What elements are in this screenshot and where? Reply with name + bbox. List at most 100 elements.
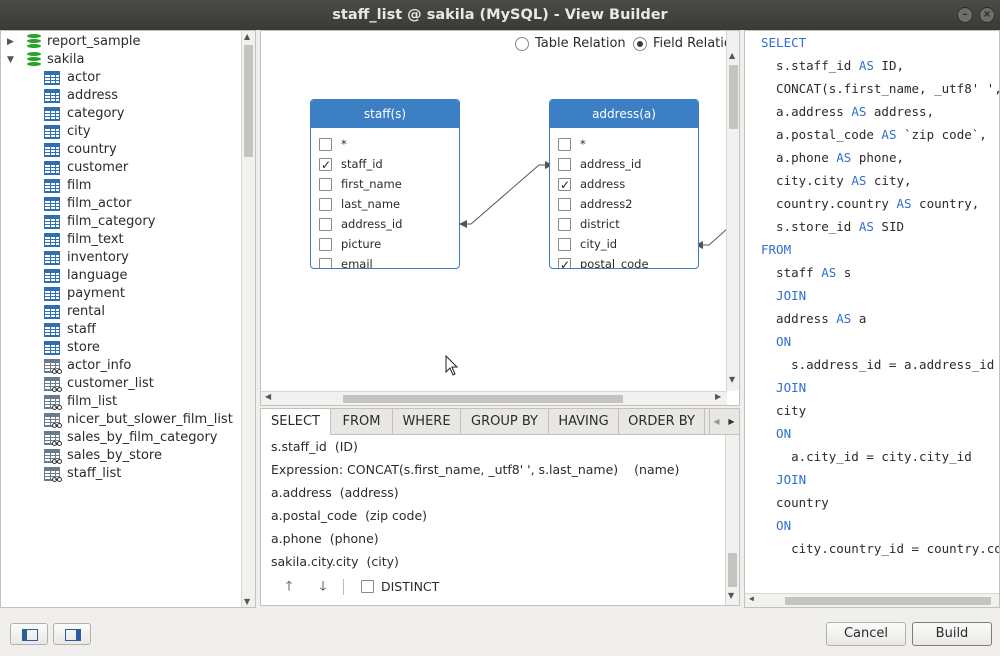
tree-item-table[interactable]: film_actor <box>44 195 239 213</box>
tab-from[interactable]: FROM <box>331 409 393 435</box>
tree-item-view[interactable]: actor_info <box>44 357 239 375</box>
field-checkbox[interactable] <box>558 198 571 211</box>
tree-item-table[interactable]: language <box>44 267 239 285</box>
sql-line: a.phone AS phone, <box>761 148 904 168</box>
sql-line: ON <box>761 332 791 352</box>
field-checkbox[interactable] <box>319 155 332 175</box>
diagram-hscrollbar[interactable]: ◀ ▶ <box>261 391 727 405</box>
tree-item-table[interactable]: film <box>44 177 239 195</box>
expanded-arrow-icon[interactable]: ▼ <box>7 55 14 65</box>
tree-item-view[interactable]: customer_list <box>44 375 239 393</box>
sql-preview[interactable]: city.country_id = country.country_id ON … <box>744 30 1000 608</box>
arrow-down-icon[interactable]: 🡓 <box>319 579 327 594</box>
arrow-up-icon[interactable]: 🡑 <box>285 579 293 594</box>
tree-item-database[interactable]: ▶report_sample <box>7 33 239 51</box>
diagram-vscroll-thumb[interactable] <box>729 65 738 129</box>
tree-item-view[interactable]: nicer_but_slower_film_list <box>44 411 239 429</box>
tree-item-view[interactable]: film_list <box>44 393 239 411</box>
sql-hscrollbar[interactable]: ◀ <box>745 593 999 607</box>
scroll-up-icon[interactable]: ▲ <box>244 32 251 41</box>
scroll-down-icon[interactable]: ▼ <box>729 375 736 384</box>
tree-item-database[interactable]: ▼ sakila <box>7 51 239 69</box>
field-checkbox[interactable] <box>319 218 332 231</box>
distinct-label: DISTINCT <box>381 579 440 594</box>
cancel-button[interactable]: Cancel <box>826 622 906 646</box>
tab-select[interactable]: SELECT <box>261 409 331 435</box>
tab-scroll-left-icon[interactable]: ◀ <box>709 409 723 435</box>
tree-item-table[interactable]: country <box>44 141 239 159</box>
tree-scrollbar[interactable]: ▲ ▼ <box>241 31 255 607</box>
scroll-left-icon[interactable]: ◀ <box>749 594 754 603</box>
sql-text: s.store_id <box>761 219 859 234</box>
tree-item-table[interactable]: customer <box>44 159 239 177</box>
entity-address[interactable]: address(a) *address_idaddressaddress2dis… <box>549 99 699 269</box>
field-checkbox[interactable] <box>558 158 571 171</box>
clause-scroll-thumb[interactable] <box>728 553 737 587</box>
diagram-canvas[interactable]: Table Relation Field Relation staff(s) *… <box>260 30 740 406</box>
scroll-left-icon[interactable]: ◀ <box>265 392 272 401</box>
tree-item-view[interactable]: sales_by_film_category <box>44 429 239 447</box>
tree-item-table[interactable]: rental <box>44 303 239 321</box>
diagram-vscrollbar[interactable]: ▲ ▼ <box>726 31 739 391</box>
scroll-down-icon[interactable]: ▼ <box>728 591 735 600</box>
toggle-left-pane-button[interactable] <box>10 623 48 645</box>
field-checkbox[interactable] <box>558 138 571 151</box>
tab-having[interactable]: HAVING <box>549 409 619 435</box>
radio-button[interactable] <box>633 37 647 51</box>
scroll-down-icon[interactable]: ▼ <box>244 597 251 606</box>
tree-item-table[interactable]: category <box>44 105 239 123</box>
tree-item-table[interactable]: actor <box>44 69 239 87</box>
tree-item-view[interactable]: staff_list <box>44 465 239 483</box>
select-item[interactable]: a.address(address) <box>271 483 399 503</box>
sql-hscroll-thumb[interactable] <box>785 597 991 605</box>
field-checkbox[interactable] <box>558 238 571 251</box>
field-checkbox[interactable] <box>319 238 332 251</box>
field-checkbox[interactable] <box>319 198 332 211</box>
tree-item-view[interactable]: sales_by_store <box>44 447 239 465</box>
entity-title[interactable]: staff(s) <box>311 100 459 128</box>
tree-item-label: film_actor <box>67 196 132 211</box>
select-item[interactable]: Expression: CONCAT(s.first_name, _utf8' … <box>271 460 679 480</box>
sql-keyword: JOIN <box>761 472 807 487</box>
checkbox[interactable] <box>361 580 374 593</box>
field-checkbox[interactable] <box>319 138 332 151</box>
select-item[interactable]: s.staff_id(ID) <box>271 437 358 457</box>
sql-keyword: ON <box>761 334 792 349</box>
toggle-right-pane-button[interactable] <box>53 623 91 645</box>
collapsed-arrow-icon[interactable]: ▶ <box>7 37 14 47</box>
field-checkbox[interactable] <box>319 178 332 191</box>
tab-order-by[interactable]: ORDER BY <box>619 409 705 435</box>
diagram-hscroll-thumb[interactable] <box>343 395 623 403</box>
tree-scroll-thumb[interactable] <box>244 45 253 157</box>
field-checkbox[interactable] <box>558 255 571 268</box>
minimize-icon[interactable]: – <box>957 7 973 23</box>
field-checkbox[interactable] <box>558 218 571 231</box>
tree-item-table[interactable]: payment <box>44 285 239 303</box>
scroll-up-icon[interactable]: ▲ <box>729 51 736 60</box>
tree-item-table[interactable]: inventory <box>44 249 239 267</box>
tree-item-table[interactable]: film_category <box>44 213 239 231</box>
tree-item-table[interactable]: film_text <box>44 231 239 249</box>
relation-lines <box>459 161 727 249</box>
entity-title[interactable]: address(a) <box>550 100 698 128</box>
tree-item-label: sakila <box>47 52 85 67</box>
field-checkbox[interactable] <box>558 175 571 195</box>
select-item[interactable]: a.phone(phone) <box>271 529 379 549</box>
tree-item-table[interactable]: staff <box>44 321 239 339</box>
scroll-right-icon[interactable]: ▶ <box>715 392 722 401</box>
tab-group-by[interactable]: GROUP BY <box>461 409 549 435</box>
clause-scrollbar[interactable]: ▼ <box>725 435 739 605</box>
close-icon[interactable]: × <box>979 7 995 23</box>
tab-where[interactable]: WHERE <box>393 409 461 435</box>
radio-button[interactable] <box>515 37 529 51</box>
tree-item-table[interactable]: address <box>44 87 239 105</box>
select-item[interactable]: a.postal_code(zip code) <box>271 506 427 526</box>
tree-item-table[interactable]: city <box>44 123 239 141</box>
tree-item-table[interactable]: store <box>44 339 239 357</box>
field-checkbox[interactable] <box>319 258 332 268</box>
entity-staff[interactable]: staff(s) *staff_idfirst_namelast_nameadd… <box>310 99 460 269</box>
select-item[interactable]: sakila.city.city(city) <box>271 552 399 572</box>
build-button[interactable]: Build <box>912 622 992 646</box>
tab-scroll-right-icon[interactable]: ▶ <box>728 417 735 426</box>
